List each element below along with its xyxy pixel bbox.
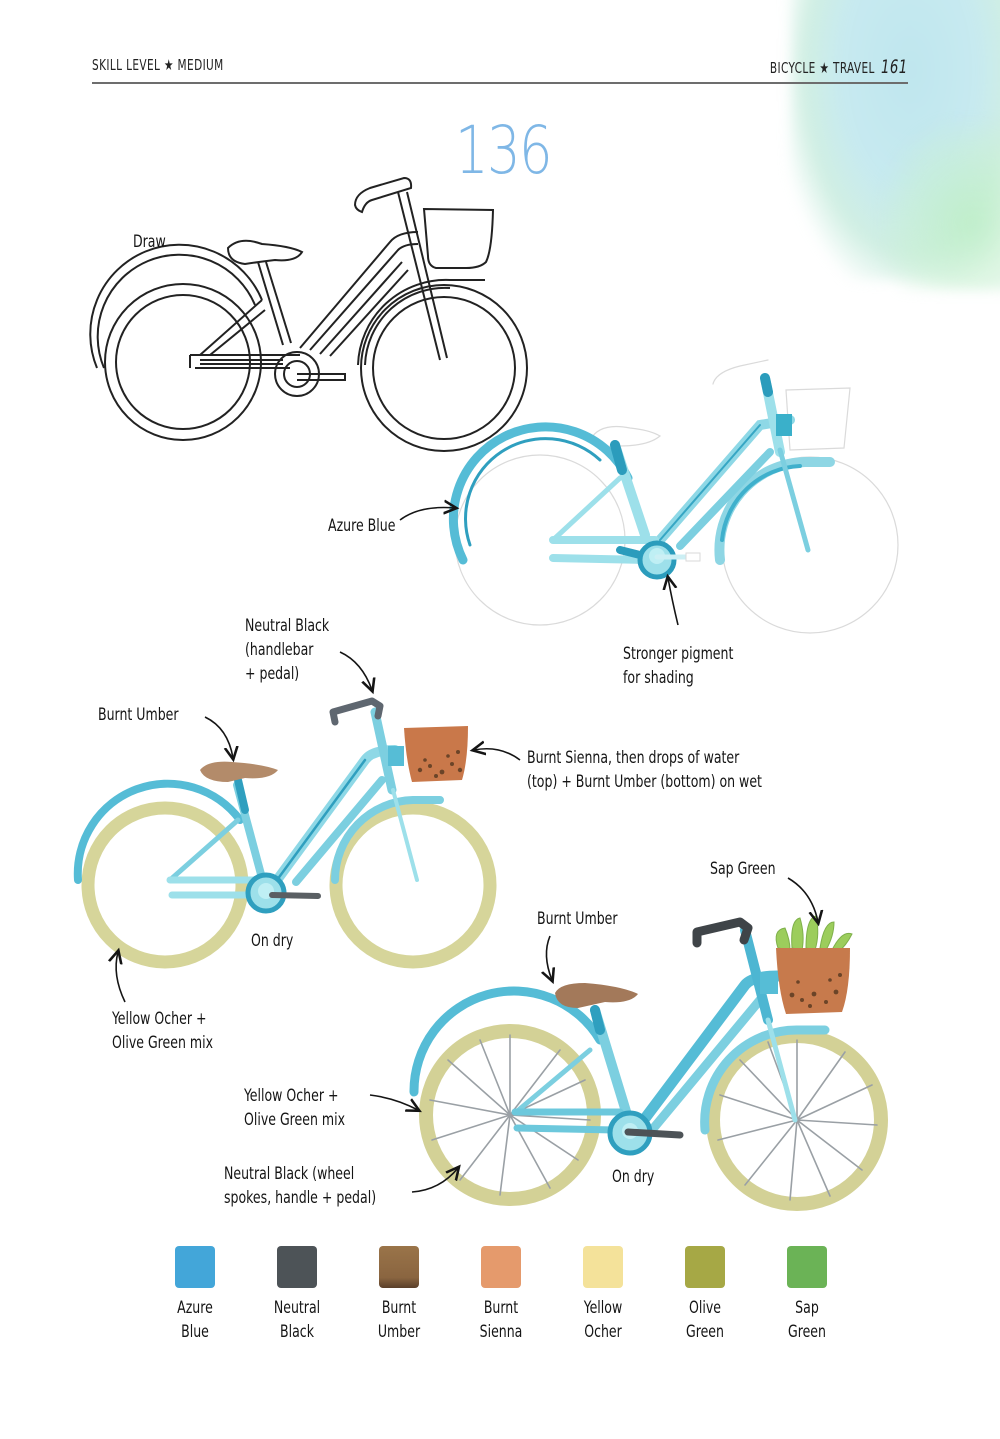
swatch-label: Olive Green <box>686 1298 724 1342</box>
outline-bicycle <box>89 176 528 452</box>
note-neutral-black-spokes: Neutral Black (wheel spokes, handle + pe… <box>224 1164 377 1208</box>
swatch-burnt-umber: Burnt Umber <box>349 1243 449 1344</box>
swatch-yellow-ocher: Yellow Ocher <box>553 1243 653 1344</box>
color-chip <box>685 1246 725 1288</box>
swatch-label: Burnt Umber <box>377 1298 421 1342</box>
swatch-burnt-sienna: Burnt Sienna <box>451 1243 551 1344</box>
color-palette: Azure Blue Neutral Black Burnt Umber Bur… <box>150 1243 850 1353</box>
page-number: 161 <box>881 56 908 78</box>
swatch-label: Azure Blue <box>177 1298 213 1342</box>
section-title: BICYCLE ★ TRAVEL 161 <box>770 56 908 78</box>
swatch-sap-green: Sap Green <box>757 1243 857 1344</box>
colored-bicycle <box>73 697 497 969</box>
annotation-arrows <box>116 508 818 1193</box>
swatch-azure-blue: Azure Blue <box>145 1243 245 1344</box>
note-stronger-pigment: Stronger pigment for shading <box>623 644 734 688</box>
note-yellow-ocher-mix-1: Yellow Ocher + Olive Green mix <box>112 1009 214 1053</box>
note-on-dry-1: On dry <box>251 931 294 951</box>
swatch-neutral-black: Neutral Black <box>247 1243 347 1344</box>
note-burnt-umber-seat: Burnt Umber <box>98 705 179 725</box>
step-draw-label: Draw <box>133 232 166 252</box>
final-bicycle <box>409 915 888 1211</box>
note-azure-blue: Azure Blue <box>328 516 396 536</box>
color-chip <box>277 1246 317 1288</box>
skill-level-label: SKILL LEVEL ★ MEDIUM <box>92 56 224 74</box>
swatch-label: Yellow Ocher <box>583 1298 623 1342</box>
swatch-label: Neutral Black <box>273 1298 321 1342</box>
color-chip <box>583 1246 623 1288</box>
note-yellow-ocher-mix-2: Yellow Ocher + Olive Green mix <box>244 1086 346 1130</box>
section-name: BICYCLE ★ TRAVEL <box>770 59 876 77</box>
azure-bicycle <box>448 359 899 634</box>
color-chip <box>175 1246 215 1288</box>
color-chip <box>379 1246 419 1288</box>
note-burnt-umber-seat-2: Burnt Umber <box>537 909 618 929</box>
swatch-label: Sap Green <box>788 1298 826 1342</box>
color-chip <box>481 1246 521 1288</box>
color-chip <box>787 1246 827 1288</box>
lesson-number: 136 <box>455 112 553 189</box>
swatch-olive-green: Olive Green <box>655 1243 755 1344</box>
note-burnt-sienna-basket: Burnt Sienna, then drops of water (top) … <box>527 748 762 792</box>
page-header: SKILL LEVEL ★ MEDIUM BICYCLE ★ TRAVEL 161 <box>92 52 908 84</box>
watercolor-splash-green <box>880 120 1000 290</box>
note-neutral-black-handlebar: Neutral Black (handlebar + pedal) <box>245 616 330 684</box>
note-sap-green: Sap Green <box>710 859 776 879</box>
swatch-label: Burnt Sienna <box>479 1298 523 1342</box>
note-on-dry-2: On dry <box>612 1167 655 1187</box>
